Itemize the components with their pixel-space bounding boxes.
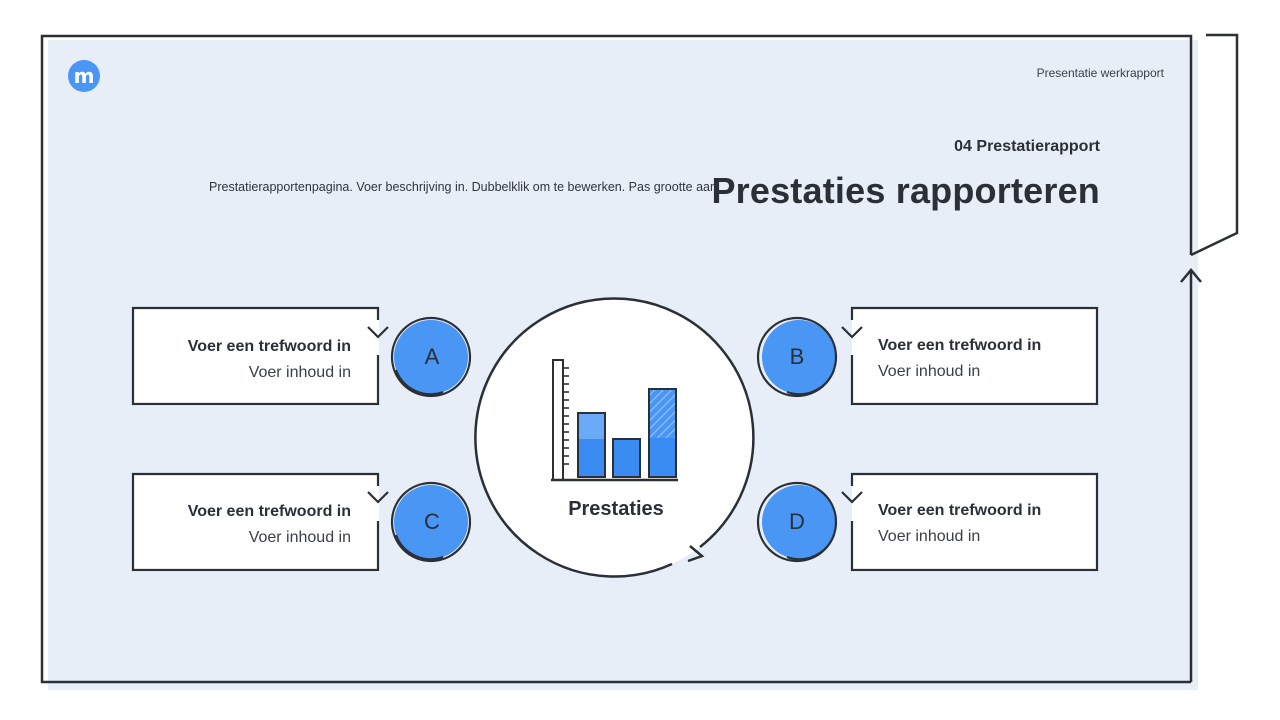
card-b[interactable]: Voer een trefwoord in Voer inhoud in: [878, 336, 1098, 382]
center-circle-arrow: [687, 545, 705, 563]
right-arrow-head: [1180, 268, 1202, 283]
card-a-keyword[interactable]: Voer een trefwoord in: [187, 338, 351, 355]
card-a[interactable]: Voer een trefwoord in Voer inhoud in: [131, 337, 351, 383]
card-c-content[interactable]: Voer inhoud in: [248, 529, 351, 546]
card-b-arrow: [841, 326, 863, 339]
page-title[interactable]: Prestaties rapporteren: [711, 170, 1100, 211]
badge-c-ring: [390, 481, 472, 563]
card-d-border: [850, 472, 1099, 572]
brand-logo-icon: m: [68, 60, 100, 92]
card-a-arrow: [367, 326, 389, 339]
card-a-border: [131, 306, 380, 406]
center-circle-ring: [474, 297, 755, 578]
bar-chart-icon: [551, 359, 678, 482]
card-d-content[interactable]: Voer inhoud in: [878, 528, 981, 545]
center-label[interactable]: Prestaties: [568, 498, 664, 520]
badge-d-ring: [756, 481, 838, 563]
card-b-border: [850, 306, 1099, 406]
badge-a-ring: [390, 316, 472, 398]
report-type-label: Presentatie werkrapport: [1036, 66, 1164, 80]
badge-c-letter: C: [424, 509, 440, 534]
folded-corner: [1190, 33, 1239, 257]
card-c-border: [131, 472, 380, 572]
card-d-keyword[interactable]: Voer een trefwoord in: [878, 502, 1042, 519]
badge-d-letter: D: [789, 509, 805, 534]
card-c-keyword[interactable]: Voer een trefwoord in: [187, 503, 351, 520]
card-b-content[interactable]: Voer inhoud in: [878, 363, 981, 380]
badge-b-ring: [756, 316, 838, 398]
card-d[interactable]: Voer een trefwoord in Voer inhoud in: [878, 501, 1098, 547]
badge-a-letter: A: [424, 344, 440, 369]
section-heading: 04 Prestatierapport: [954, 138, 1100, 155]
page-description[interactable]: Prestatierapportenpagina. Voer beschrijv…: [209, 180, 717, 194]
card-d-arrow: [841, 491, 863, 504]
card-c-arrow: [367, 491, 389, 504]
badge-b-letter: B: [789, 344, 805, 369]
card-a-content[interactable]: Voer inhoud in: [248, 364, 351, 381]
card-c[interactable]: Voer een trefwoord in Voer inhoud in: [131, 502, 351, 548]
frame-outline: [40, 34, 1193, 684]
card-b-keyword[interactable]: Voer een trefwoord in: [878, 337, 1042, 354]
